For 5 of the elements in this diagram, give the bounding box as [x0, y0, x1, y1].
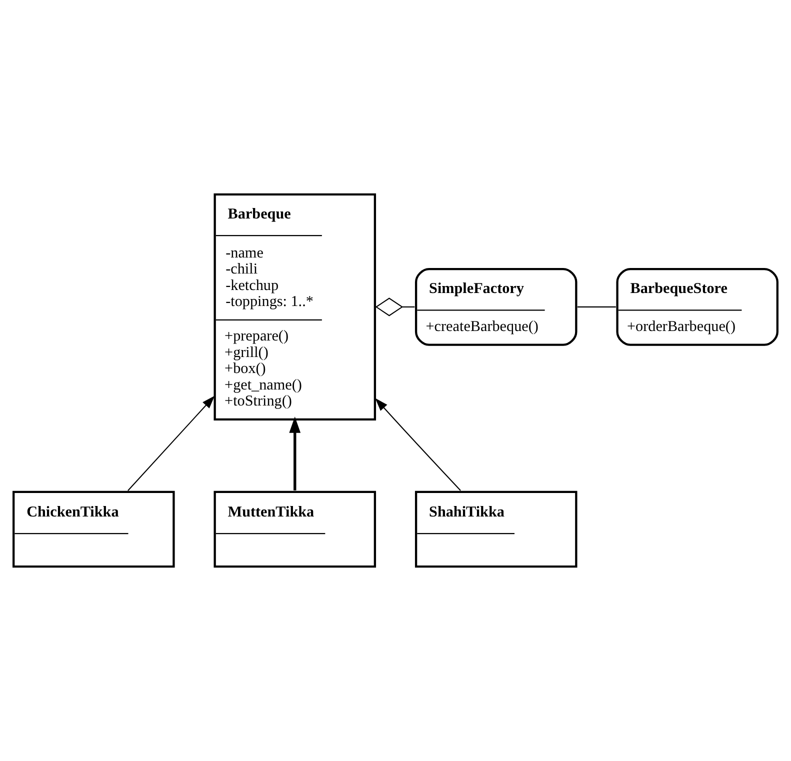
arrow	[128, 396, 215, 492]
arrow	[289, 416, 301, 490]
connector	[577, 306, 616, 308]
arrow	[375, 398, 461, 491]
connector	[375, 298, 415, 316]
